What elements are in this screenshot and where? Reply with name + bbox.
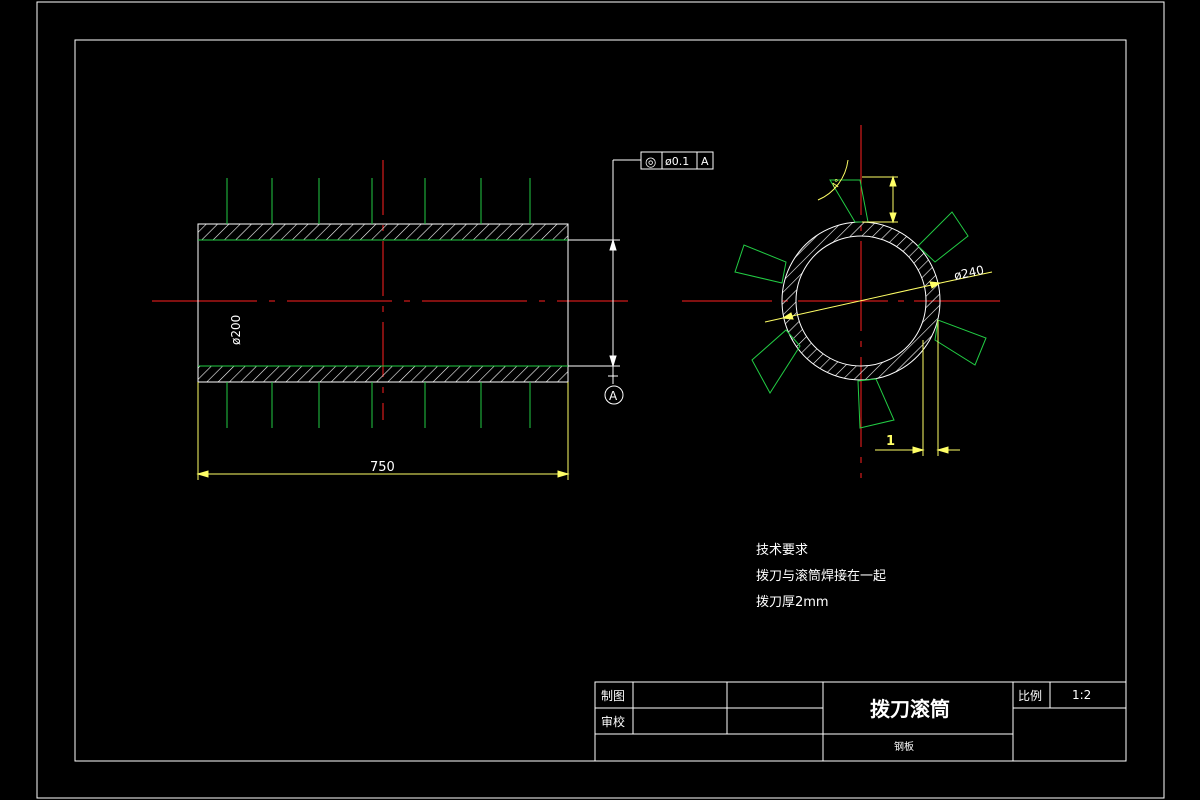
length-dimension-text: 750: [370, 460, 395, 475]
checked-by-label: 审校: [601, 714, 625, 729]
sheet-outer-border: [36, 1, 1165, 799]
drawn-by-label: 制图: [601, 689, 625, 703]
concentricity-symbol: ◎: [645, 155, 656, 170]
angle-text: 4°: [830, 178, 844, 192]
top-blades: [226, 178, 531, 224]
blade-height-dimension: [862, 175, 898, 224]
notes-heading: 技术要求: [756, 543, 808, 558]
length-dimension: [196, 382, 570, 480]
sheet-inner-border: [74, 39, 1127, 762]
inner-diameter-text: ø200: [229, 315, 243, 345]
bottom-wall-section: [197, 365, 569, 383]
title-block: [594, 681, 1127, 762]
drawing-title: 拨刀滚筒: [870, 697, 950, 721]
datum-label: A: [609, 389, 618, 403]
tolerance-datum: A: [701, 155, 709, 168]
scale-value: 1:2: [1072, 688, 1091, 702]
top-wall-section: [197, 223, 569, 241]
outer-diameter-text: ø240: [953, 263, 985, 283]
angle-annotation: [817, 159, 849, 201]
radial-blades: [734, 179, 987, 429]
front-view: 750 ø200 ◎ ø0.1 A A: [152, 151, 714, 480]
outer-diameter-leader: [764, 271, 993, 323]
material-text: 钢板: [894, 740, 914, 753]
scale-label: 比例: [1018, 689, 1042, 703]
datum-marker: [604, 366, 624, 405]
blade-offset-text: 1: [886, 434, 895, 449]
technical-notes: 技术要求 拨刀与滚筒焊接在一起 拨刀厚2mm: [756, 543, 886, 610]
tolerance-value: ø0.1: [665, 155, 689, 168]
diameter-dimension-right: [568, 159, 641, 368]
notes-line-2: 拨刀厚2mm: [756, 595, 829, 610]
tolerance-frame: [640, 151, 714, 170]
bottom-blades: [226, 382, 531, 428]
drum-ring-section: [781, 221, 941, 381]
side-view: 4° ø240 1: [682, 125, 1000, 478]
blade-offset-dimension: [875, 320, 960, 456]
notes-line-1: 拨刀与滚筒焊接在一起: [756, 568, 886, 584]
